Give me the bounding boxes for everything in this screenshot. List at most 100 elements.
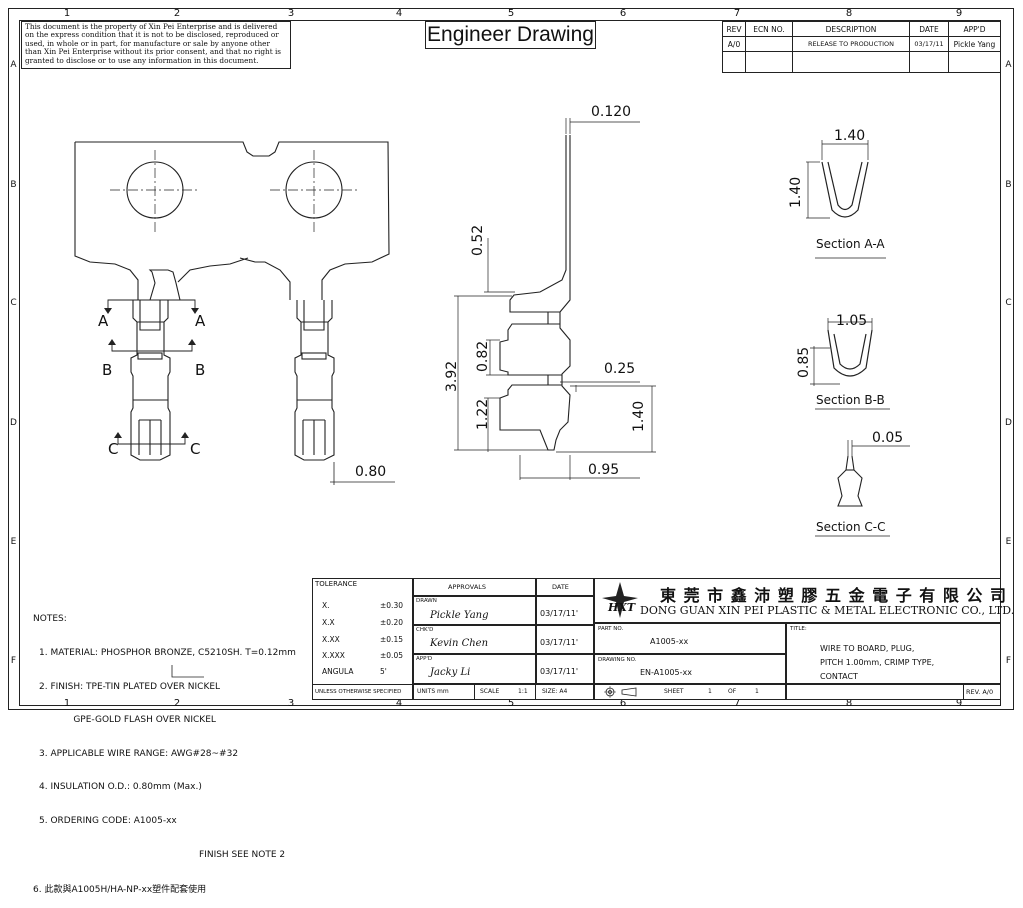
zone-row: E (10, 537, 17, 547)
approval-row-drawn (413, 596, 594, 625)
confidentiality-notice: This document is the property of Xin Pei… (21, 21, 291, 69)
units-label: UNITS mm (417, 688, 449, 695)
company-logo-icon (602, 582, 638, 618)
note-line: 4. INSULATION O.D.: 0.80mm (Max.) (39, 782, 202, 793)
drawing-title: Engineer Drawing (425, 21, 596, 49)
title-line: WIRE TO BOARD, PLUG, (820, 644, 915, 653)
zone-col: 3 (287, 8, 295, 19)
zone-row: A (10, 60, 17, 70)
section-a-shape (821, 161, 869, 218)
drawing-no-label: DRAWING NO. (598, 657, 637, 663)
section-c-title: Section C-C (816, 520, 886, 534)
dim-082: 0.82 (475, 340, 491, 372)
tolerance-heading: TOLERANCE (315, 580, 358, 588)
approval-date: 03/17/11' (540, 638, 579, 647)
section-mark-c-right: C (190, 440, 201, 458)
side-view-outline (499, 135, 571, 451)
section-b-title: Section B-B (816, 393, 885, 407)
scale-value: 1:1 (518, 688, 528, 695)
zone-col: 3 (287, 698, 295, 709)
dim-080: 0.80 (355, 464, 387, 480)
part-no-value: A1005-xx (650, 637, 689, 646)
approval-role: CHK'D (416, 627, 434, 633)
zone-row: C (1005, 298, 1012, 308)
sec-b-width: 1.05 (836, 313, 868, 329)
section-c-shape (837, 455, 863, 507)
rev-value: REV. A/0 (966, 688, 994, 696)
approval-row-approved (413, 654, 594, 684)
sheet-value: 1 (708, 688, 712, 695)
company-logo-text: HXT (608, 601, 636, 614)
zone-row: B (1005, 180, 1012, 190)
dim-top-thickness: 0.120 (591, 104, 632, 120)
note-line-6: 6. 此款與A1005H/HA-NP-xx塑件配套使用 (33, 885, 207, 896)
dim-122: 1.22 (475, 398, 491, 430)
approvals-heading: APPROVALS (448, 583, 487, 591)
approval-name: Pickle Yang (430, 610, 489, 621)
approval-row-checked (413, 625, 594, 654)
tol-footer-box (312, 684, 413, 700)
company-box (594, 578, 1001, 623)
zone-col: 2 (173, 698, 181, 709)
scale-cell (474, 684, 536, 700)
zone-row: E (1005, 537, 1012, 547)
zone-col: 9 (955, 698, 963, 709)
title-line: CONTACT (820, 672, 858, 681)
approval-name: Kevin Chen (430, 638, 489, 649)
zone-columns-top: 1 2 3 4 5 6 7 8 9 (19, 8, 1001, 20)
dim-025: 0.25 (604, 361, 636, 377)
notes-block: NOTES: 1. MATERIAL: PHOSPHOR BRONZE, C52… (33, 592, 313, 908)
zone-col: 1 (63, 8, 71, 19)
note-finish: FINISH SEE NOTE 2 (199, 849, 286, 860)
tolerance-footer: UNLESS OTHERWISE SPECIFIED (315, 689, 402, 695)
title-label: TITLE: (790, 626, 807, 632)
zone-col: 6 (619, 8, 627, 19)
note-line: 5. ORDERING CODE: A1005-xx (39, 816, 177, 827)
title-line: PITCH 1.00mm, CRIMP TYPE, (820, 658, 935, 667)
approval-name: Jacky Li (430, 667, 471, 678)
front-terminal-left-window (137, 352, 163, 360)
tol-key: X. (322, 601, 330, 610)
notes-heading: NOTES: (33, 614, 67, 625)
zone-col: 7 (733, 8, 741, 19)
drawing-no-box (594, 654, 786, 684)
note-line: 2. FINISH: TPE-TIN PLATED OVER NICKEL (39, 681, 221, 692)
dim-095: 0.95 (588, 462, 620, 478)
zone-col: 6 (619, 698, 627, 709)
dim-392: 3.92 (444, 360, 460, 392)
scale-label: SCALE (480, 688, 500, 695)
zone-col: 8 (845, 8, 853, 19)
approval-date: 03/17/11' (540, 667, 579, 676)
section-mark-a-left: A (98, 312, 109, 330)
tol-key: ANGULA (322, 667, 354, 676)
sec-a-height: 1.40 (788, 176, 804, 208)
zone-col: 8 (845, 698, 853, 709)
section-mark-c-left: C (108, 440, 119, 458)
sheet-of-value: 1 (755, 688, 759, 695)
sec-b-height: 0.85 (796, 346, 812, 378)
sheet-label: SHEET (664, 688, 684, 695)
tol-val: ±0.15 (380, 635, 403, 644)
side-dimension-lines (454, 118, 656, 480)
front-terminal-right-window (301, 352, 327, 360)
zone-row: A (1005, 60, 1012, 70)
zone-col: 4 (395, 698, 403, 709)
section-a-title: Section A-A (816, 237, 885, 251)
tol-val: 5' (380, 667, 387, 676)
finish-leader-line (171, 665, 204, 678)
zone-col: 5 (507, 8, 515, 19)
front-terminal-left (130, 300, 171, 461)
sec-c-dim: 0.05 (872, 430, 904, 446)
tol-val: ±0.30 (380, 601, 403, 610)
drawing-frame-outer (8, 8, 1014, 710)
front-view-outline (74, 141, 390, 301)
zone-columns-bottom: 1 2 3 4 5 6 7 8 9 (19, 698, 1001, 710)
zone-row: C (10, 298, 17, 308)
sheet-of-label: OF (728, 688, 737, 695)
zone-col: 9 (955, 8, 963, 19)
approval-date: 03/17/11' (540, 609, 579, 618)
dim-052: 0.52 (470, 224, 486, 256)
part-no-label: PART NO. (598, 626, 624, 632)
approval-role: DRAWN (416, 598, 437, 604)
drawing-canvas (74, 118, 910, 537)
